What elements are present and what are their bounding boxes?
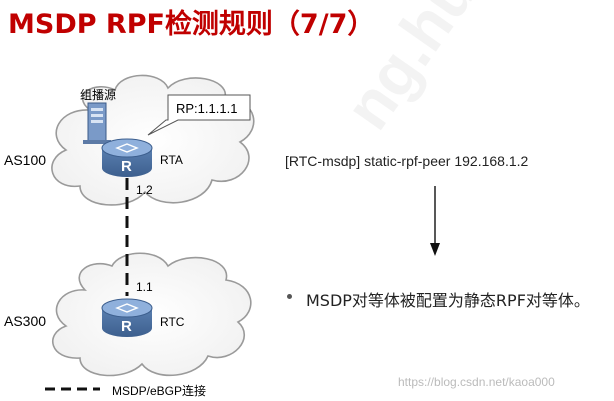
rtc-icon-letter: R	[121, 318, 132, 335]
multicast-source-label: 组播源	[80, 88, 117, 102]
link-ip-top: 1.2	[136, 183, 153, 197]
csdn-watermark: https://blog.csdn.net/kaoa000	[398, 375, 555, 389]
as100-label: AS100	[4, 152, 47, 168]
rp-address-label: RP:1.1.1.1	[176, 101, 238, 116]
router-rta-icon	[101, 138, 153, 177]
legend-label: MSDP/eBGP连接	[112, 384, 207, 398]
rta-icon-letter: R	[121, 158, 132, 175]
rp-callout	[147, 94, 251, 136]
router-rtc-icon	[101, 298, 153, 337]
bullet-text: MSDP对等体被配置为静态RPF对等体。	[306, 291, 590, 310]
bullet-marker	[287, 294, 292, 299]
page-title: MSDP RPF检测规则（7/7）	[8, 9, 375, 40]
rta-label: RTA	[160, 153, 183, 167]
rtc-label: RTC	[160, 315, 185, 329]
config-command: [RTC-msdp] static-rpf-peer 192.168.1.2	[285, 153, 529, 169]
as300-label: AS300	[4, 313, 47, 329]
server-icon	[83, 102, 111, 144]
link-ip-bottom: 1.1	[136, 280, 153, 294]
down-arrow	[430, 186, 440, 256]
